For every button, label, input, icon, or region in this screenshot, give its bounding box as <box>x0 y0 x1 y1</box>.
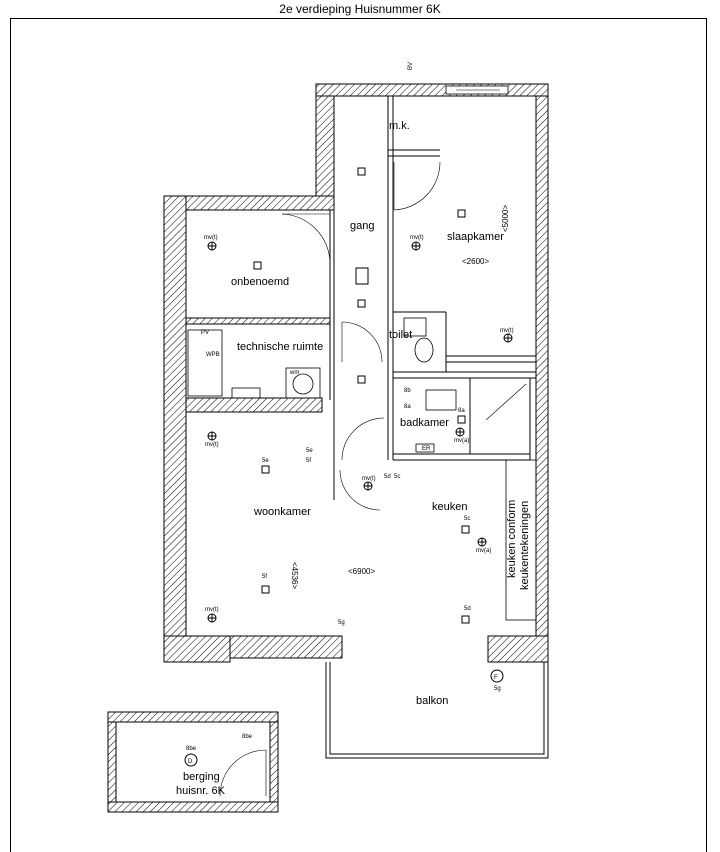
balkon-outline <box>325 662 549 759</box>
label-keuken-note-1: keuken conform <box>506 500 518 578</box>
label-mk: m.k. <box>389 120 410 132</box>
wall-onbenoemd-top <box>169 195 335 211</box>
drawing-title: 2e verdieping Huisnummer 6K <box>279 2 441 16</box>
label-keuken: keuken <box>432 501 467 513</box>
keuken-counter <box>505 459 537 621</box>
wall-technische-bottom <box>185 397 323 413</box>
wall-bottom-mid <box>229 635 343 659</box>
label-5e-2: 5e <box>306 448 313 454</box>
mv-t-hall: mv(t) <box>362 476 376 482</box>
mv-t-woonkamer: mv(t) <box>205 442 219 448</box>
label-technische-ruimte: technische ruimte <box>237 341 323 353</box>
mv-t-slaapkamer-2: mv(t) <box>500 328 514 334</box>
wall-gang-left <box>315 95 335 207</box>
label-badkamer: badkamer <box>400 417 449 429</box>
ceiling-points <box>253 167 470 624</box>
label-d: D <box>188 759 193 765</box>
label-5c-2: 5c <box>394 474 400 480</box>
doors <box>219 161 441 797</box>
label-5f-2: 5f <box>306 458 311 464</box>
mv-t-woonkamer-2: mv(t) <box>205 607 219 613</box>
label-5d: 5d <box>464 606 471 612</box>
wall-top <box>315 83 549 97</box>
wall-right <box>535 95 549 663</box>
dim-slaapkamer-depth: <5000> <box>501 205 510 232</box>
label-woonkamer: woonkamer <box>253 506 311 518</box>
mv-a-badkamer: mv(a) <box>454 438 469 444</box>
label-f: F <box>494 675 498 681</box>
label-5g: 5g <box>338 620 345 626</box>
label-balkon: balkon <box>416 695 448 707</box>
dim-woonkamer-depth: <4536> <box>290 562 299 589</box>
drawing-frame <box>10 18 707 852</box>
label-5d-2: 5d <box>384 474 391 480</box>
mv-t-onbenoemd: mv(t) <box>204 235 218 241</box>
dim-slaapkamer-width: <2600> <box>462 257 489 266</box>
label-8be: 8be <box>186 746 197 752</box>
interior-walls <box>329 96 536 500</box>
label-5g-2: 5g <box>494 686 501 692</box>
label-8b: 8b <box>404 388 411 394</box>
label-pv: PV <box>201 330 209 336</box>
label-berging-huisnr: huisnr. 6K <box>176 785 226 797</box>
label-keuken-note-2: keukentekeningen <box>519 501 531 590</box>
wall-bottom-right <box>487 635 549 663</box>
label-bv: BV <box>408 62 414 70</box>
label-5e: 5e <box>262 458 269 464</box>
label-8a: 8a <box>404 404 411 410</box>
label-wm: wm <box>289 370 299 376</box>
wall-bottom-left <box>163 635 231 663</box>
label-5f: 5f <box>262 574 267 580</box>
label-8be-2: 8be <box>242 734 253 740</box>
berging-outline <box>107 711 279 813</box>
wall-technische-top <box>185 317 331 325</box>
label-er: ER <box>422 446 431 452</box>
label-onbenoemd: onbenoemd <box>231 276 289 288</box>
walls <box>163 83 549 663</box>
mv-a-keuken: mv(a) <box>476 548 491 554</box>
label-wpb: WPB <box>206 352 220 358</box>
label-slaapkamer: slaapkamer <box>447 231 504 243</box>
dim-woonkamer-width: <6900> <box>348 567 375 576</box>
wall-left <box>163 195 187 663</box>
label-8a-2: 8a <box>458 408 465 414</box>
mv-t-slaapkamer: mv(t) <box>410 235 424 241</box>
label-toilet: toilet <box>389 329 412 341</box>
label-berging: berging <box>183 771 220 783</box>
ventilation-points <box>207 241 513 623</box>
label-gang: gang <box>350 220 374 232</box>
label-5c: 5c <box>464 516 470 522</box>
